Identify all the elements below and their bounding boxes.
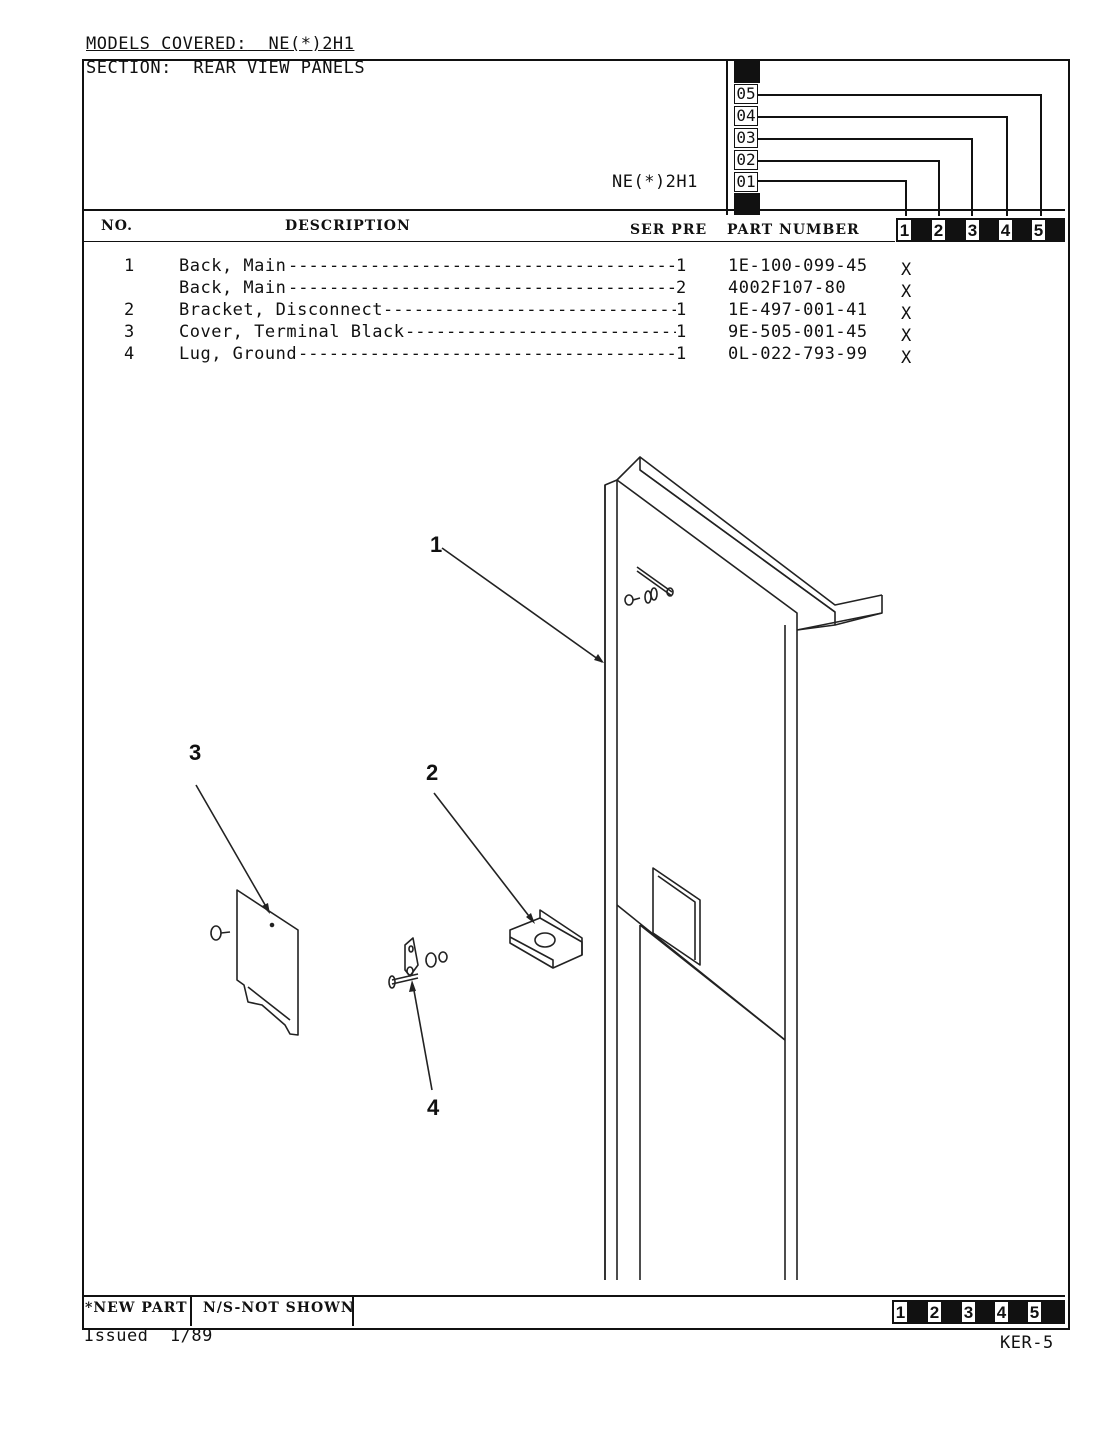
table-row: 1 Back, Main ---------------------------…: [0, 256, 1100, 280]
not-shown-note: N/S-NOT SHOWN: [203, 1300, 355, 1316]
part-description: Lug, Ground: [179, 344, 298, 364]
part-no: 4: [124, 344, 135, 364]
part-no: 3: [124, 322, 135, 342]
part-number: 9E-505-001-45: [728, 322, 868, 342]
part-no: 1: [124, 256, 135, 276]
model-box-3: 3: [964, 218, 981, 242]
section-label: SECTION:: [86, 58, 172, 78]
leader-dashes: ----------------------------------------…: [288, 256, 676, 276]
leader-dashes: ----------------------------------------…: [298, 344, 676, 364]
footer-box-sep: [1010, 1300, 1026, 1324]
footer-model-box-2: 2: [926, 1300, 943, 1324]
table-row: 2 Bracket, Disconnect ------------------…: [0, 300, 1100, 324]
footer-box-end: [1043, 1300, 1065, 1324]
callout-3: 3: [189, 740, 202, 765]
model-divider: [726, 60, 728, 215]
part-qty: 1: [676, 344, 687, 364]
model-box-2: 2: [930, 218, 947, 242]
col-part-number: PART NUMBER: [727, 222, 860, 238]
part-mark: X: [901, 282, 912, 302]
models-covered-value: NE(*)2H1: [268, 34, 355, 54]
footer-model-box-3: 3: [960, 1300, 977, 1324]
footer-model-box-5: 5: [1026, 1300, 1043, 1324]
leader-dashes: ----------------------------------------…: [405, 322, 676, 342]
models-covered-line: MODELS COVERED: NE(*)2H1: [86, 34, 354, 54]
model-code-03: 03: [734, 128, 758, 148]
model-box-sep: [981, 218, 997, 242]
issued-date: Issued 1/89: [84, 1326, 213, 1346]
table-row: 3 Cover, Terminal Black ----------------…: [0, 322, 1100, 346]
table-row: Back, Main -----------------------------…: [0, 278, 1100, 302]
callout-1: 1: [430, 532, 443, 557]
model-code-01: 01: [734, 172, 758, 192]
panel-screw: [624, 566, 674, 606]
col-no: NO.: [101, 218, 134, 234]
footer-box-sep: [909, 1300, 926, 1324]
part-mark: X: [901, 304, 912, 324]
model-box-5: 5: [1030, 218, 1047, 242]
part-number: 1E-497-001-41: [728, 300, 868, 320]
footer-box-sep: [943, 1300, 960, 1324]
leader-dashes: ----------------------------------------…: [288, 278, 676, 298]
model-code-04: 04: [734, 106, 758, 126]
terminal-cover: [210, 889, 299, 1036]
part-description: Bracket, Disconnect: [179, 300, 383, 320]
col-description: DESCRIPTION: [285, 218, 411, 234]
part-mark: X: [901, 348, 912, 368]
model-code: NE(*)2H1: [612, 172, 698, 192]
page-frame: [82, 59, 1070, 1330]
part-mark: X: [901, 260, 912, 280]
model-box-sep: [1014, 218, 1030, 242]
part-number: 4002F107-80: [728, 278, 847, 298]
callout-2: 2: [426, 760, 439, 785]
footer-model-box-4: 4: [993, 1300, 1010, 1324]
part-number: 0L-022-793-99: [728, 344, 868, 364]
model-box-4: 4: [997, 218, 1014, 242]
section-line: SECTION: REAR VIEW PANELS: [86, 58, 365, 78]
model-code-connectors: [758, 94, 1042, 216]
footer-sep: [190, 1296, 192, 1326]
part-qty: 2: [676, 278, 687, 298]
footer-box-sep: [977, 1300, 993, 1324]
page-id: KER-5: [1000, 1333, 1054, 1353]
callout-4: 4: [427, 1095, 440, 1120]
new-part-note: *NEW PART: [85, 1300, 188, 1316]
footer-model-box-1: 1: [892, 1300, 909, 1324]
part-no: 2: [124, 300, 135, 320]
table-row: 4 Lug, Ground --------------------------…: [0, 344, 1100, 368]
part-description: Back, Main: [179, 256, 287, 276]
model-code-05: 05: [734, 84, 758, 104]
part-mark: X: [901, 326, 912, 346]
models-covered-label: MODELS COVERED:: [86, 34, 248, 54]
code-top-block: [734, 61, 760, 83]
model-code-02: 02: [734, 150, 758, 170]
footer-sep: [352, 1296, 354, 1326]
model-box-end: [1047, 218, 1065, 242]
ground-lug: [388, 937, 448, 989]
disconnect-bracket: [509, 909, 583, 969]
part-qty: 1: [676, 300, 687, 320]
col-ser-pre: SER PRE: [630, 222, 708, 238]
exploded-diagram: [195, 456, 883, 1280]
part-description: Cover, Terminal Black: [179, 322, 405, 342]
part-number: 1E-100-099-45: [728, 256, 868, 276]
header-divider: [83, 209, 1065, 211]
section-value: REAR VIEW PANELS: [193, 58, 366, 78]
back-main-panel: [604, 456, 883, 1280]
model-box-sep: [947, 218, 964, 242]
leader-dashes: ----------------------------------------…: [383, 300, 676, 320]
model-box-sep: [913, 218, 930, 242]
part-qty: 1: [676, 256, 687, 276]
part-qty: 1: [676, 322, 687, 342]
callout-leaders: [195, 547, 604, 1091]
part-description: Back, Main: [179, 278, 287, 298]
header-underline: [83, 241, 895, 242]
model-box-1: 1: [896, 218, 913, 242]
footer-divider: [83, 1295, 1065, 1297]
